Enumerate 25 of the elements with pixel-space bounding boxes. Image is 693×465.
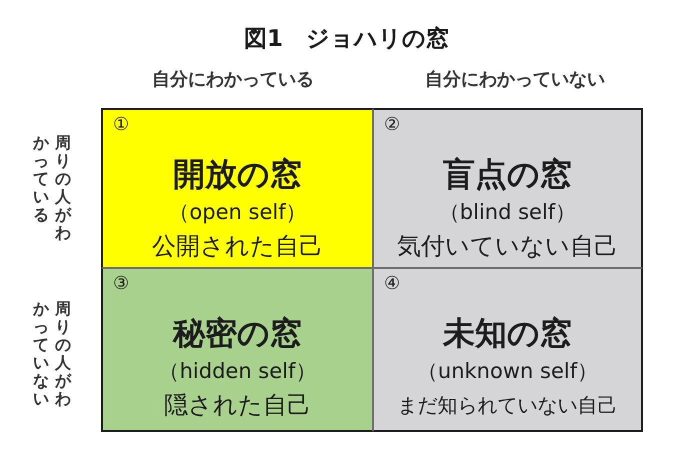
diagram-title: 図1 ジョハリの窓	[244, 25, 449, 53]
column-header: 自分にわかっていない	[425, 68, 605, 92]
quadrant-panel	[373, 108, 643, 268]
column-header: 自分にわかっている	[152, 68, 314, 92]
quadrant-description: まだ知られていない自己	[398, 392, 618, 419]
quadrant-title: 秘密の窓	[173, 314, 302, 352]
circled-number: ②	[384, 115, 400, 135]
quadrant-description: 公開された自己	[152, 232, 323, 260]
quadrant-panel	[373, 268, 643, 432]
english-subtitle: （hidden self）	[158, 358, 316, 384]
quadrant-title: 盲点の窓	[443, 155, 572, 193]
quadrant-description: 気付いていない自己	[397, 232, 618, 260]
quadrant-panel	[101, 268, 373, 432]
circled-number: ④	[384, 274, 400, 294]
quadrant-panel	[101, 108, 373, 268]
row-header: 周りの人がわかっている	[32, 134, 72, 242]
quadrant-description: 隠された自己	[164, 391, 311, 419]
circled-number: ①	[113, 115, 130, 135]
quadrant-title: 未知の窓	[443, 314, 572, 352]
english-subtitle: （unknown self）	[416, 358, 598, 384]
quadrant-title: 開放の窓	[173, 155, 302, 193]
english-subtitle: （open self）	[168, 199, 307, 225]
circled-number: ③	[113, 274, 130, 294]
english-subtitle: （blind self）	[438, 199, 576, 225]
row-header: 周りの人がわかっていない	[32, 300, 72, 408]
